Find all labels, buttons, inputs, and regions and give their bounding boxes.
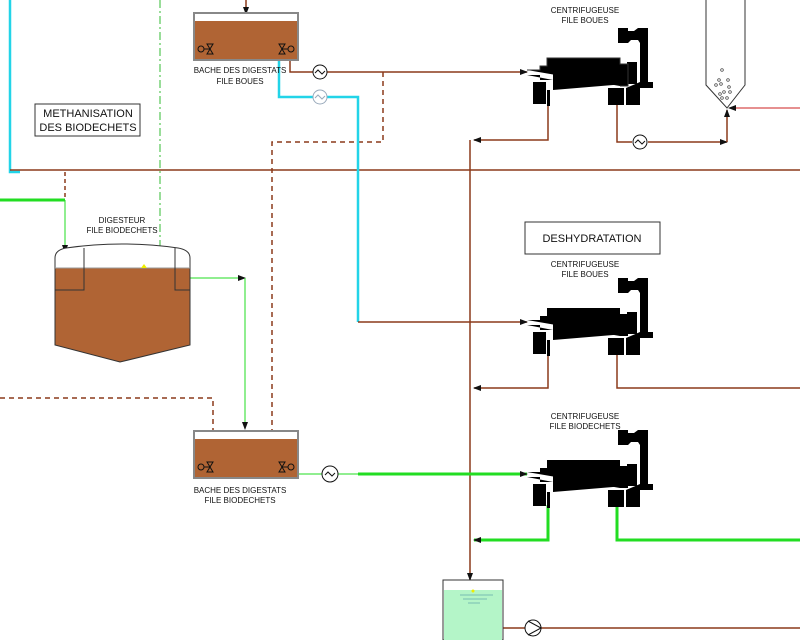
bache-digestats-boues[interactable]: BACHE DES DIGESTATS FILE BOUES [193, 12, 299, 86]
pump-icon-inactive[interactable] [312, 89, 328, 105]
svg-text:FILE BOUES: FILE BOUES [561, 16, 608, 25]
bache-eau-filtrats[interactable] [442, 579, 504, 640]
svg-text:METHANISATION: METHANISATION [43, 108, 133, 120]
pump-icon[interactable] [312, 64, 328, 80]
svg-text:DESHYDRATATION: DESHYDRATATION [542, 233, 641, 245]
centrifugeuse-biodechets[interactable]: CENTRIFUGEUSE FILE BIODECHETS [527, 412, 653, 508]
svg-text:FILE BIODECHETS: FILE BIODECHETS [204, 496, 275, 505]
mixer-icon [197, 43, 295, 55]
silo-boues-deshydratees[interactable] [705, 0, 746, 109]
svg-text:BACHE DES DIGESTATS: BACHE DES DIGESTATS [194, 66, 287, 75]
overflow-line-1 [271, 72, 384, 430]
bache-digestats-biodechets[interactable]: BACHE DES DIGESTATS FILE BIODECHETS [193, 430, 299, 505]
mixer-icon [197, 461, 295, 473]
sludge-feed-line [289, 60, 528, 75]
pump-icon[interactable] [524, 619, 543, 637]
overflow-line-2 [0, 397, 214, 430]
svg-text:CENTRIFUGEUSE: CENTRIFUGEUSE [551, 412, 619, 421]
svg-text:DES BIODECHETS: DES BIODECHETS [39, 122, 136, 134]
pump-icon[interactable] [321, 465, 339, 483]
svg-text:FILE BOUES: FILE BOUES [561, 270, 608, 279]
section-deshydratation: DESHYDRATATION [524, 221, 661, 255]
svg-text:FILE BOUES: FILE BOUES [216, 77, 263, 86]
digesteur[interactable]: DIGESTEUR FILE BIODECHETS [54, 216, 191, 363]
centrifugeuse-boues-2[interactable]: CENTRIFUGEUSE FILE BOUES [527, 260, 653, 356]
svg-text:CENTRIFUGEUSE: CENTRIFUGEUSE [551, 6, 619, 15]
svg-text:DIGESTEUR: DIGESTEUR [99, 216, 146, 225]
section-methanisation: METHANISATION DES BIODECHETS [34, 103, 141, 137]
centrifugeuse-boues-1[interactable]: CENTRIFUGEUSE FILE BOUES [527, 6, 653, 106]
svg-text:FILE BIODECHETS: FILE BIODECHETS [86, 226, 157, 235]
pump-icon[interactable] [632, 134, 648, 150]
svg-text:CENTRIFUGEUSE: CENTRIFUGEUSE [551, 260, 619, 269]
svg-text:FILE BIODECHETS: FILE BIODECHETS [549, 422, 620, 431]
water-line-left [8, 0, 20, 174]
svg-text:BACHE DES DIGESTATS: BACHE DES DIGESTATS [194, 486, 287, 495]
